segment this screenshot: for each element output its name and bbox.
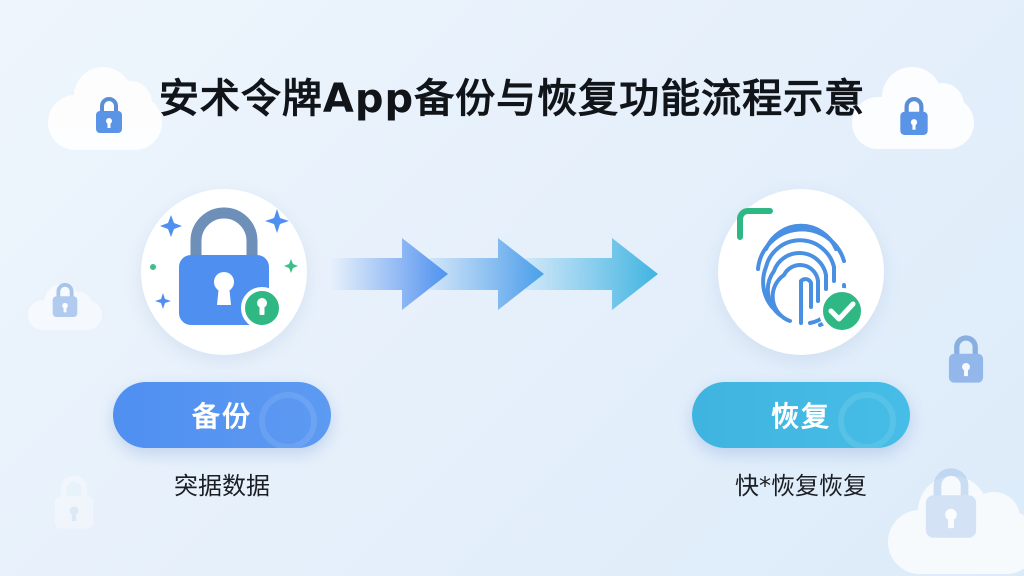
flow-arrows — [330, 232, 670, 316]
lock-icon — [922, 466, 980, 540]
backup-button[interactable]: 备份 — [113, 382, 331, 448]
lock-icon — [94, 96, 124, 134]
arrow-right-icon — [330, 238, 448, 310]
restore-label: 恢复 — [770, 400, 831, 433]
page-title: 安术令牌App备份与恢复功能流程示意 — [158, 76, 866, 122]
lock-icon — [898, 96, 930, 136]
arrow-right-icon — [526, 238, 658, 310]
fingerprint-icon — [737, 208, 865, 334]
backup-caption: 突据数据 — [174, 472, 270, 500]
restore-icon-circle — [718, 189, 884, 355]
cloud-decoration — [48, 67, 162, 150]
restore-button[interactable]: 恢复 — [692, 382, 910, 448]
backup-icon-circle — [141, 189, 307, 355]
arrow-right-icon — [430, 238, 544, 310]
restore-caption: 快*恢复恢复 — [735, 472, 867, 500]
padlock-keyhole-icon — [150, 207, 298, 329]
lock-icon — [52, 474, 96, 530]
backup-label: 备份 — [191, 400, 252, 433]
lock-icon — [50, 282, 80, 318]
lock-icon — [946, 334, 986, 384]
